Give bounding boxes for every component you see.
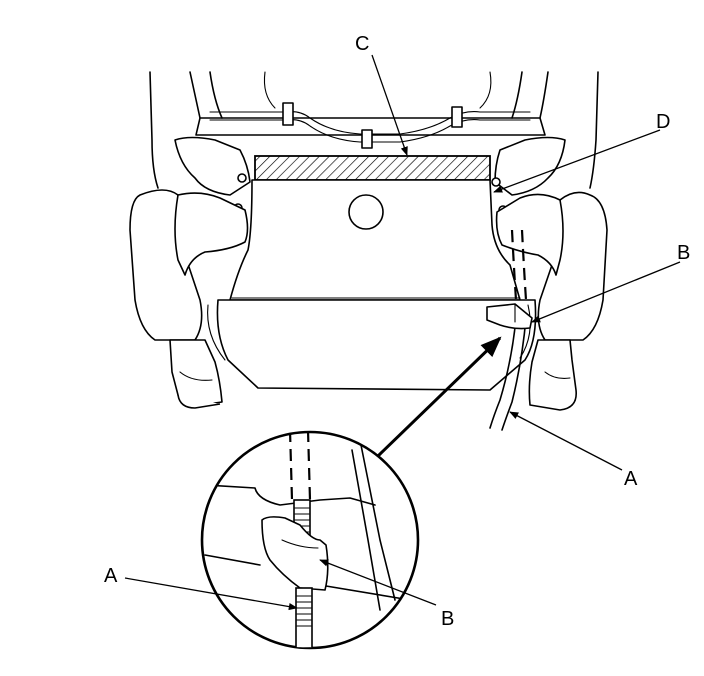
callout-b-main: B (677, 242, 690, 264)
detail-view (200, 430, 420, 650)
leader-lines (124, 54, 681, 611)
callout-a-detail: A (104, 565, 118, 587)
upper-cross-rail (195, 102, 546, 149)
detail-connector-arrow (376, 336, 502, 458)
seat-back-outline (149, 71, 599, 189)
callout-c: C (355, 33, 369, 55)
callout-b-detail: B (441, 608, 454, 630)
seat-frame-plate (229, 179, 521, 301)
seat-legs (169, 339, 577, 411)
harness-main (486, 229, 533, 431)
side-panels (129, 189, 608, 341)
callout-a-main: A (624, 468, 638, 490)
hatched-area-c (254, 155, 491, 181)
callout-d: D (656, 111, 670, 133)
